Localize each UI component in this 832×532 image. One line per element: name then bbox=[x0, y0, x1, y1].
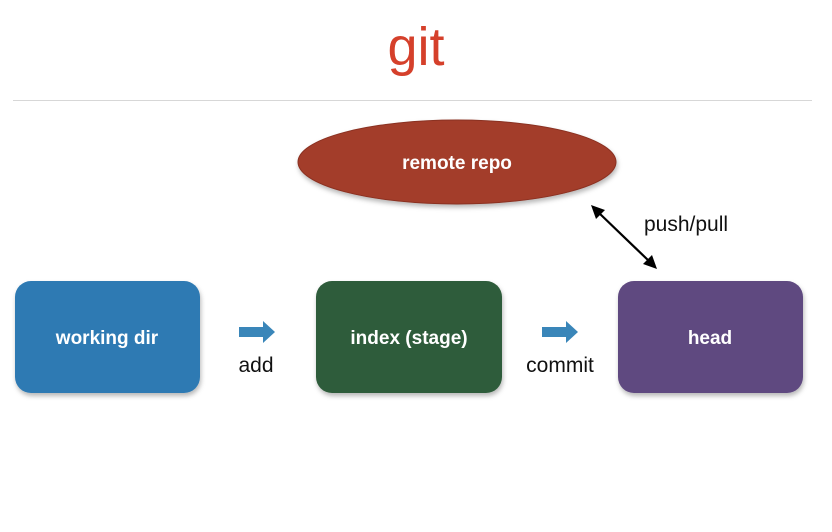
working-dir-node: working dir bbox=[15, 281, 200, 393]
add-arrow-icon bbox=[239, 321, 275, 343]
remote-repo-shape bbox=[297, 119, 617, 205]
working-dir-shape bbox=[15, 281, 200, 393]
head-node: head bbox=[618, 281, 803, 393]
add-label: add bbox=[238, 354, 273, 377]
commit-label: commit bbox=[526, 354, 594, 377]
index-shape bbox=[316, 281, 502, 393]
push-pull-label: push/pull bbox=[644, 213, 728, 236]
remote-repo-node: remote repo bbox=[297, 119, 617, 205]
index-node: index (stage) bbox=[316, 281, 502, 393]
index-label: index (stage) bbox=[350, 328, 467, 349]
head-shape bbox=[618, 281, 803, 393]
working-dir-label: working dir bbox=[55, 328, 159, 349]
head-label: head bbox=[688, 328, 732, 349]
remote-repo-label: remote repo bbox=[402, 153, 512, 174]
commit-arrow-icon bbox=[542, 321, 578, 343]
title-divider bbox=[13, 100, 812, 101]
push-pull-arrow bbox=[591, 205, 657, 269]
page-title: git bbox=[387, 17, 445, 77]
